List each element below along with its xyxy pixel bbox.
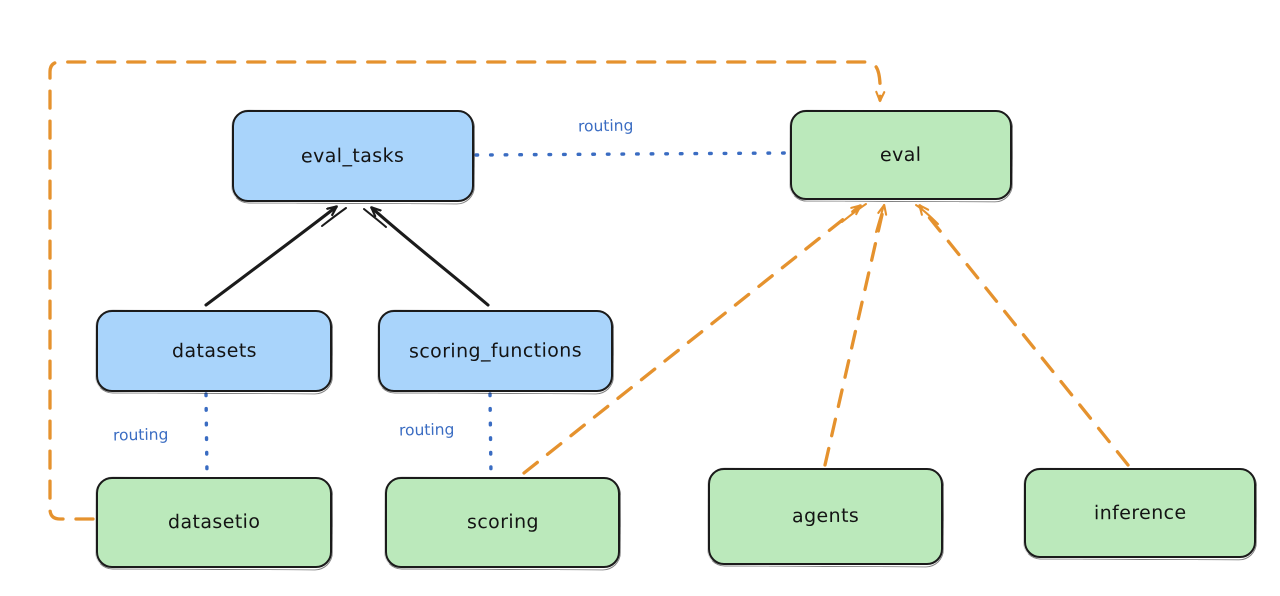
node-eval-tasks-label: eval_tasks [301, 144, 405, 167]
node-scoring[interactable]: scoring [385, 477, 620, 568]
node-inference-label: inference [1093, 501, 1187, 524]
node-datasets-label: datasets [171, 339, 257, 362]
node-agents[interactable]: agents [708, 468, 943, 565]
node-scoring-label: scoring [466, 510, 539, 534]
edge-eval-tasks-to-eval [474, 151, 788, 157]
edge-datasets-to-eval-tasks [204, 207, 347, 307]
edge-agents-to-eval [823, 203, 888, 467]
edge-label-routing-scoring-functions-scoring: routing [398, 420, 455, 440]
node-eval-label: eval [880, 143, 922, 166]
edge-datasets-to-datasetio [204, 392, 209, 478]
node-datasets[interactable]: datasets [96, 310, 332, 392]
node-eval[interactable]: eval [790, 110, 1012, 200]
node-inference[interactable]: inference [1024, 468, 1256, 558]
node-datasetio-label: datasetio [167, 510, 261, 534]
node-scoring-functions[interactable]: scoring_functions [378, 310, 613, 392]
node-scoring-functions-label: scoring_functions [408, 339, 583, 363]
edge-inference-to-eval [915, 204, 1130, 467]
edge-label-routing-eval-tasks-eval: routing [577, 116, 634, 136]
node-agents-label: agents [791, 504, 860, 528]
edge-scoring-functions-to-scoring [488, 392, 493, 478]
edge-scoring-functions-to-eval-tasks [363, 208, 490, 307]
node-eval-tasks[interactable]: eval_tasks [232, 110, 474, 202]
edge-label-routing-datasets-datasetio: routing [112, 425, 169, 445]
node-datasetio[interactable]: datasetio [96, 477, 332, 568]
